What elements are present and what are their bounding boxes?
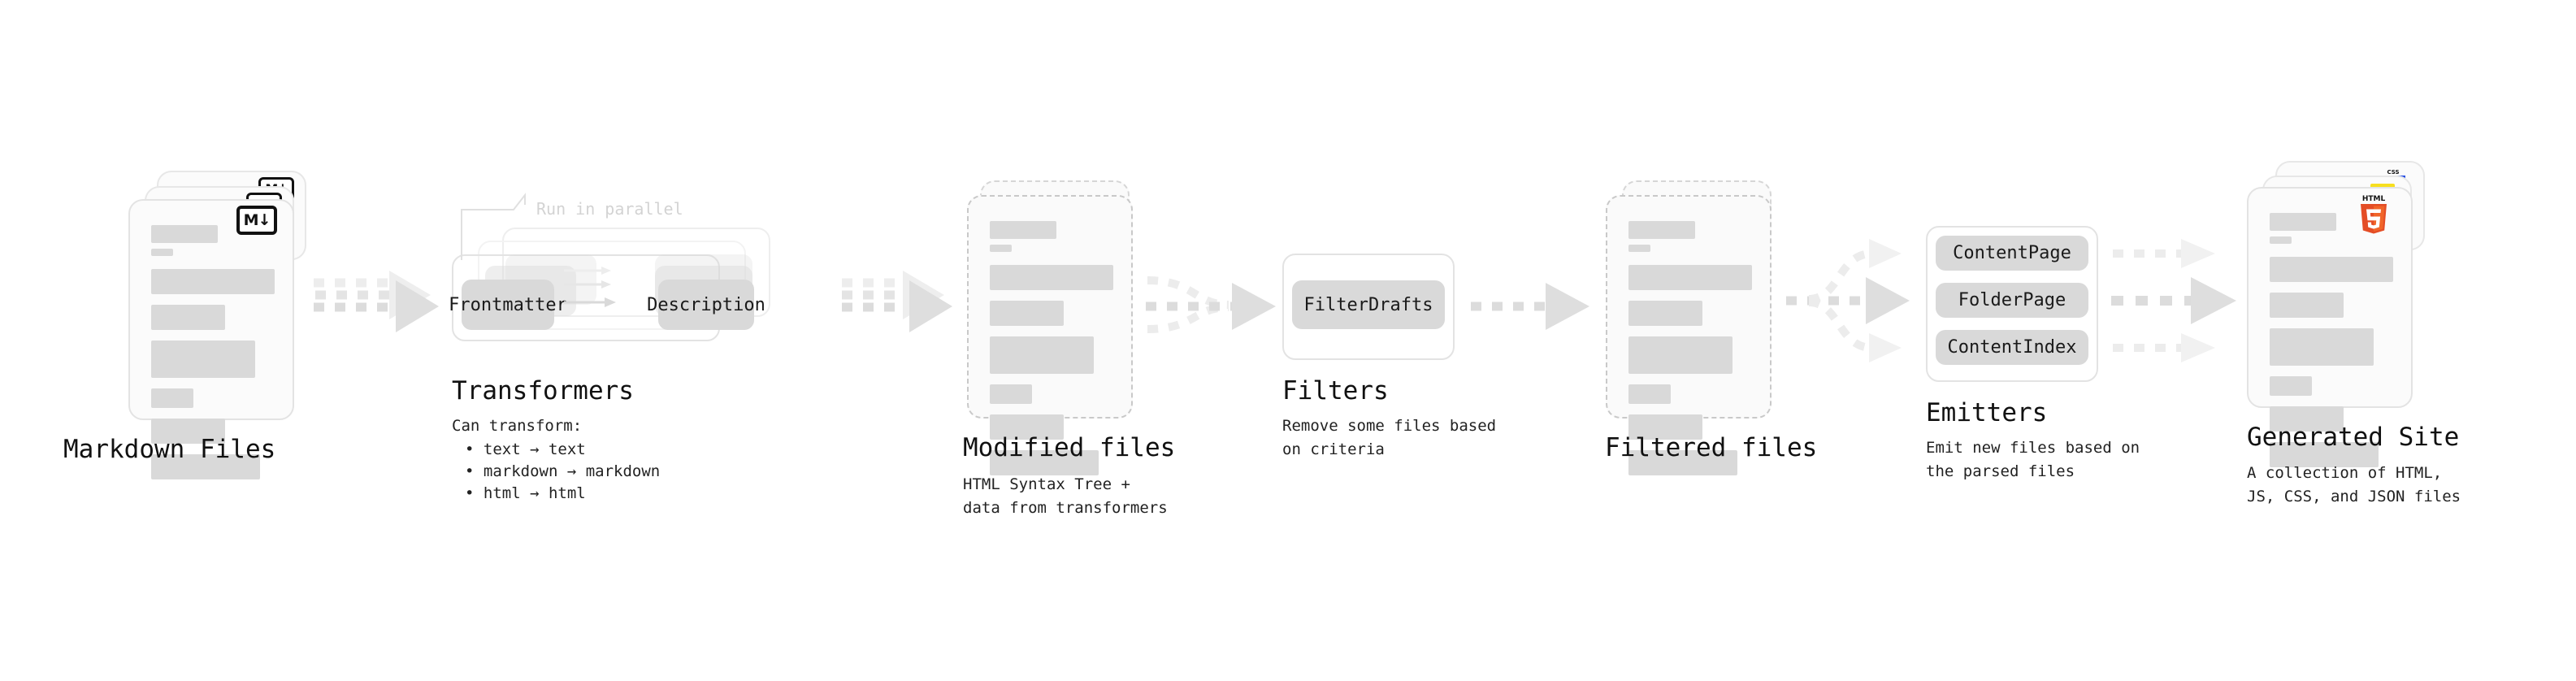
placeholder-line <box>151 340 255 378</box>
placeholder-line <box>990 414 1065 440</box>
transformers-bullet-2: • html → html <box>465 484 586 502</box>
placeholder-line <box>151 419 226 444</box>
placeholder-line <box>151 388 193 408</box>
filtered-card-content <box>1628 221 1752 486</box>
filtered-card-front <box>1606 195 1772 475</box>
transformer-chip-description[interactable]: Description <box>647 280 765 330</box>
transformer-chip-frontmatter[interactable]: Frontmatter <box>449 280 567 330</box>
placeholder-line <box>990 450 1099 475</box>
placeholder-line <box>2270 236 2292 244</box>
modified-card-front <box>967 195 1133 475</box>
site-card-content <box>2270 213 2393 478</box>
placeholder-line <box>151 454 260 479</box>
stage-title-modified-files: Modified files <box>963 433 1176 462</box>
stage-subtitle-emitters: Emit new files based on the parsed files <box>1926 439 2140 481</box>
placeholder-line <box>2270 293 2344 318</box>
stage-subtitle-modified-files: HTML Syntax Tree + data from transformer… <box>963 475 1168 518</box>
connector-transformers-to-modified <box>842 271 952 332</box>
filter-chip-filterdrafts[interactable]: FilterDrafts <box>1292 280 1445 329</box>
placeholder-line <box>1628 336 1733 374</box>
placeholder-line <box>990 265 1113 290</box>
placeholder-line <box>1628 245 1651 252</box>
svg-text:CSS: CSS <box>2387 169 2399 176</box>
transformers-bullet-0: • text → text <box>465 440 586 458</box>
svg-text:HTML: HTML <box>2362 195 2386 203</box>
placeholder-line <box>151 269 275 294</box>
connector-filtered-to-emitters <box>1786 239 1910 362</box>
site-card-front <box>2247 187 2413 467</box>
placeholder-line <box>2270 442 2379 467</box>
stage-title-transformers: Transformers <box>452 376 634 406</box>
placeholder-line <box>990 221 1057 239</box>
connector-emitters-to-site <box>2111 239 2236 362</box>
placeholder-line <box>2270 257 2393 282</box>
stage-subtitle-generated-site: A collection of HTML, JS, CSS, and JSON … <box>2247 464 2461 506</box>
emitter-chip-contentindex[interactable]: ContentIndex <box>1936 330 2088 365</box>
stage-subtitle-filters: Remove some files based on criteria <box>1282 417 1497 459</box>
modified-card-content <box>990 221 1113 486</box>
placeholder-line <box>2270 406 2344 432</box>
placeholder-line <box>990 384 1032 404</box>
markdown-card-front <box>128 199 294 479</box>
stage-title-markdown-files: Markdown Files <box>63 435 276 464</box>
placeholder-line <box>151 249 174 256</box>
placeholder-line <box>990 301 1065 326</box>
connector-markdown-to-transformers <box>314 271 439 332</box>
placeholder-line <box>1628 221 1696 239</box>
emitter-chip-folderpage[interactable]: FolderPage <box>1936 283 2088 318</box>
connector-modified-to-filters <box>1146 276 1276 333</box>
placeholder-line <box>1628 265 1752 290</box>
run-in-parallel-note: Run in parallel <box>536 199 683 219</box>
transformers-group-back-2 <box>502 228 770 317</box>
stage-title-emitters: Emitters <box>1926 398 2048 427</box>
markdown-icon: M↓ <box>236 206 277 235</box>
markdown-icon-letter: M <box>243 210 259 229</box>
stage-title-filters: Filters <box>1282 376 1389 406</box>
transformers-bullet-1: • markdown → markdown <box>465 462 661 480</box>
placeholder-line <box>151 305 226 330</box>
stage-subtitle-transformers: Can transform: <box>452 417 583 435</box>
placeholder-line <box>1628 414 1703 440</box>
placeholder-line <box>151 225 219 243</box>
placeholder-line <box>1628 450 1737 475</box>
markdown-card-content <box>151 225 275 490</box>
stage-title-filtered-files: Filtered files <box>1605 433 1818 462</box>
placeholder-line <box>2270 328 2374 366</box>
placeholder-line <box>2270 376 2312 396</box>
emitter-chip-contentpage[interactable]: ContentPage <box>1936 236 2088 271</box>
placeholder-line <box>990 336 1094 374</box>
placeholder-line <box>1628 384 1671 404</box>
html5-icon: HTML <box>2361 195 2387 234</box>
placeholder-line <box>2270 213 2337 231</box>
stage-title-generated-site: Generated Site <box>2247 423 2460 452</box>
placeholder-line <box>1628 301 1703 326</box>
connector-filters-to-filtered <box>1471 283 1589 330</box>
placeholder-line <box>990 245 1013 252</box>
